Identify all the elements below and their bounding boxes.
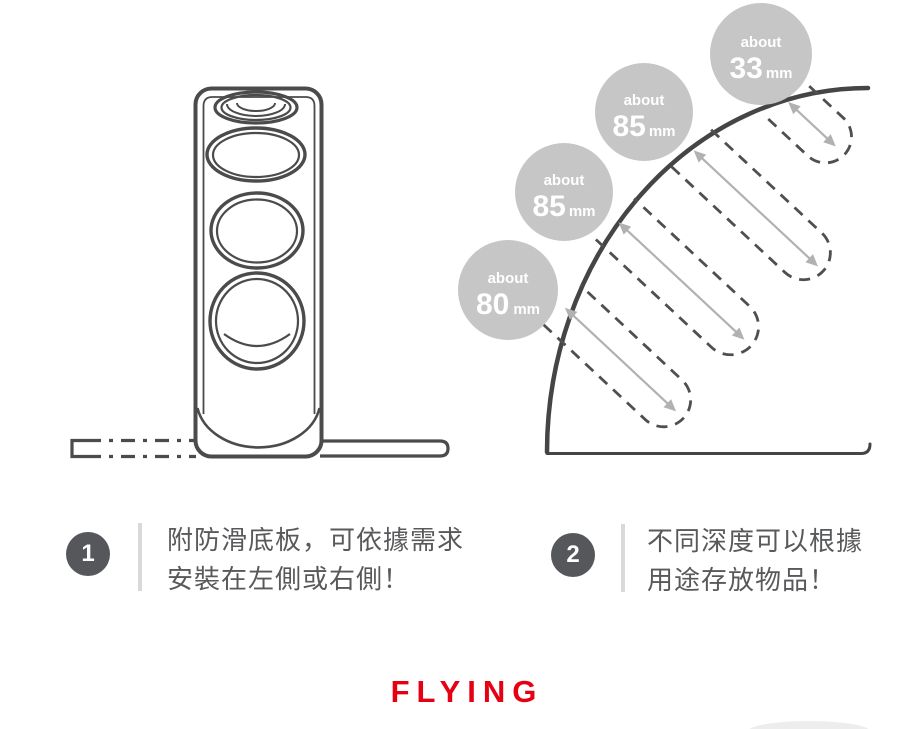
depth-slot-2 xyxy=(670,126,832,282)
opening-4 xyxy=(208,271,306,371)
cross-section-base-line xyxy=(545,442,872,455)
opening-1 xyxy=(213,90,299,125)
step-1-divider xyxy=(138,523,142,591)
depth-arrow-2 xyxy=(693,150,818,267)
step-2-divider xyxy=(621,524,625,592)
depth-arrow-1 xyxy=(788,102,836,147)
step-2-number: 2 xyxy=(566,541,580,568)
partial-bubble-bottom-right xyxy=(747,721,871,729)
step-1-badge: 1 xyxy=(66,532,110,576)
depth-slot-4 xyxy=(542,284,693,429)
measure-label-prefix: about xyxy=(544,172,585,189)
base-plate-dashed xyxy=(70,438,196,459)
step-2-badge: 2 xyxy=(551,533,595,577)
opening-2 xyxy=(205,126,307,183)
brand-logo: FLYING xyxy=(390,674,544,709)
measure-label-prefix: about xyxy=(488,270,529,287)
step-1-line-1: 附防滑底板，可依據需求 xyxy=(167,525,465,555)
measure-label-prefix: about xyxy=(741,34,782,51)
step-2-line-2: 用途存放物品！ xyxy=(647,565,837,595)
step-1-number: 1 xyxy=(81,540,95,567)
depth-arrow-3 xyxy=(618,222,745,340)
step-2-text: 不同深度可以根據 用途存放物品！ xyxy=(647,522,863,600)
opening-3 xyxy=(209,191,305,270)
measure-label-prefix: about xyxy=(624,92,665,109)
base-plate-solid xyxy=(320,439,450,458)
depth-slot-3 xyxy=(594,197,760,357)
holder-body-inner-contour xyxy=(202,96,316,414)
holder-side-view-drawing xyxy=(70,86,450,459)
depth-arrow-4 xyxy=(564,307,677,412)
step-2-line-1: 不同深度可以根據 xyxy=(647,526,864,556)
holder-bottom-arc xyxy=(196,407,321,449)
depth-slot-1 xyxy=(767,79,853,165)
step-1-line-2: 安裝在左側或右側！ xyxy=(167,564,411,594)
step-1-text: 附防滑底板，可依據需求 安裝在左側或右側！ xyxy=(167,521,464,599)
cross-section-arc xyxy=(544,85,871,455)
